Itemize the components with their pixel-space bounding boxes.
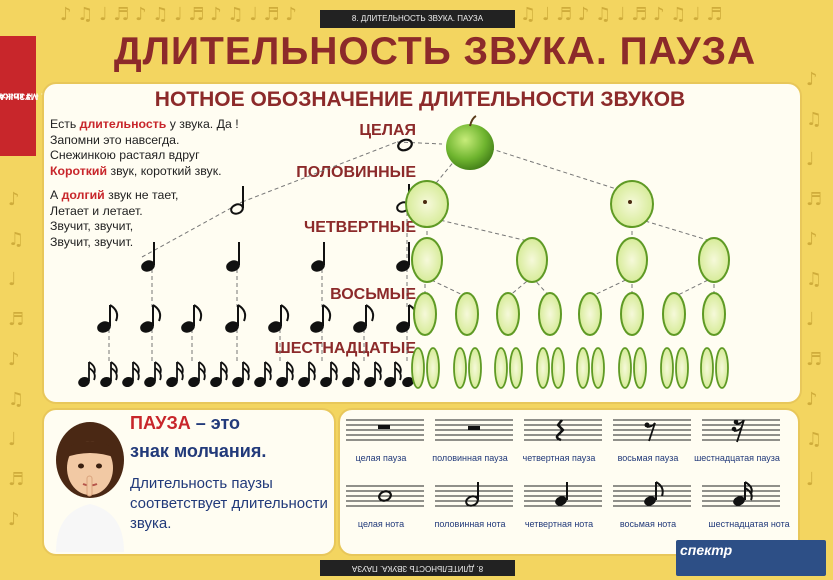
note-label: восьмая нота	[619, 519, 677, 529]
label-whole: ЦЕЛАЯ	[359, 122, 416, 139]
label-sixteenth: ШЕСТНАДЦАТЫЕ	[274, 340, 416, 357]
note-label: четвертная нота	[524, 519, 594, 529]
eighth-note-icon	[97, 304, 418, 333]
notation-tree	[78, 115, 730, 389]
note-label: целая нота	[357, 519, 405, 529]
apple-eighth-icon	[413, 292, 726, 336]
sixteenth-rest-icon	[731, 419, 745, 443]
music-note-icon: ♫ ♩ ♬ ♪ ♫ ♩ ♬ ♪ ♫ ♩ ♬	[520, 4, 723, 25]
poem-line: Звучит, звучит,	[50, 219, 134, 234]
music-note-icon: ♪♫♩♬♪♫♩♬♪	[8, 189, 25, 530]
rest-label: целая пауза	[355, 453, 407, 463]
poem-stanza-2: А долгий звук не тает, Летает и летает. …	[50, 188, 178, 250]
pause-subheading: знак молчания.	[130, 441, 267, 461]
whole-rest-icon	[378, 425, 390, 429]
quarter-rest-icon	[555, 419, 565, 442]
sixteenth-note-icon	[78, 361, 420, 388]
music-note-icon: ♪♫♩♬♪♫♩♬♪♫♩	[806, 69, 823, 490]
whole-note-icon	[378, 490, 392, 502]
poem-line: Звучит, звучит.	[50, 234, 134, 249]
apple-quarter-icon	[411, 237, 730, 283]
rests-notes-table	[338, 408, 800, 556]
poem-line: Запомни это навсегда.	[50, 132, 180, 147]
note-label: шестнадцатая нота	[708, 519, 790, 529]
rest-label: восьмая пауза	[617, 453, 679, 463]
note-label: половинная нота	[434, 519, 506, 529]
staff-drawings	[346, 419, 780, 507]
half-note-icon	[230, 184, 410, 215]
girl-illustration	[56, 422, 124, 552]
half-note-icon	[465, 482, 479, 507]
apple-sixteenth-icon	[411, 347, 729, 389]
publisher-logo: спектр	[676, 540, 826, 576]
music-note-icon: ♪ ♫ ♩ ♬ ♪ ♫ ♩ ♬ ♪ ♫ ♩ ♬ ♪	[60, 4, 297, 25]
label-quarter: ЧЕТВЕРТНЫЕ	[303, 219, 416, 236]
rest-label: половинная пауза	[432, 453, 508, 463]
eighth-rest-icon	[644, 422, 656, 442]
quarter-note-icon	[141, 242, 410, 272]
brand-name: спектр	[680, 542, 733, 558]
apple-half-icon	[405, 180, 654, 228]
apple-icon	[446, 115, 494, 170]
staff-lines	[346, 419, 780, 507]
eighth-note-icon	[644, 481, 664, 506]
section-title: НОТНОЕ ОБОЗНАЧЕНИЕ ДЛИТЕЛЬНОСТИ ЗВУКОВ	[154, 88, 686, 111]
poem-line: Летает и летает.	[50, 203, 143, 218]
rest-label: четвертная пауза	[522, 453, 596, 463]
label-eighth: ВОСЬМЫЕ	[330, 286, 416, 303]
poem-line: А долгий звук не тает,	[50, 188, 179, 202]
sixteenth-note-icon	[733, 481, 753, 506]
poem-line: Есть длительность у звука. Да !	[50, 117, 239, 131]
rest-label: шестнадцатая пауза	[694, 453, 780, 463]
top-label: 8. ДЛИТЕЛЬНОСТЬ ЗВУКА. ПАУЗА	[320, 10, 515, 28]
bottom-label: 8. ДЛИТЕЛЬНОСТЬ ЗВУКА. ПАУЗА	[320, 560, 515, 576]
poem-line: Короткий звук, короткий звук.	[50, 163, 222, 178]
poem-line: Снежинкою растаял вдруг	[50, 148, 200, 163]
pause-heading: ПАУЗА – это	[130, 413, 241, 433]
whole-note-icon	[397, 138, 413, 152]
half-rest-icon	[468, 426, 480, 430]
quarter-note-icon	[555, 482, 568, 506]
poem-stanza-1: Есть длительность у звука. Да ! Запомни …	[50, 117, 239, 179]
page-title: ДЛИТЕЛЬНОСТЬ ЗВУКА. ПАУЗА	[113, 30, 757, 73]
label-half: ПОЛОВИННЫЕ	[296, 164, 416, 181]
pause-description: Длительность паузы соответствует длитель…	[130, 475, 328, 532]
subject-tab: МУЗЫКА(1 – 4 классы)	[0, 36, 49, 156]
